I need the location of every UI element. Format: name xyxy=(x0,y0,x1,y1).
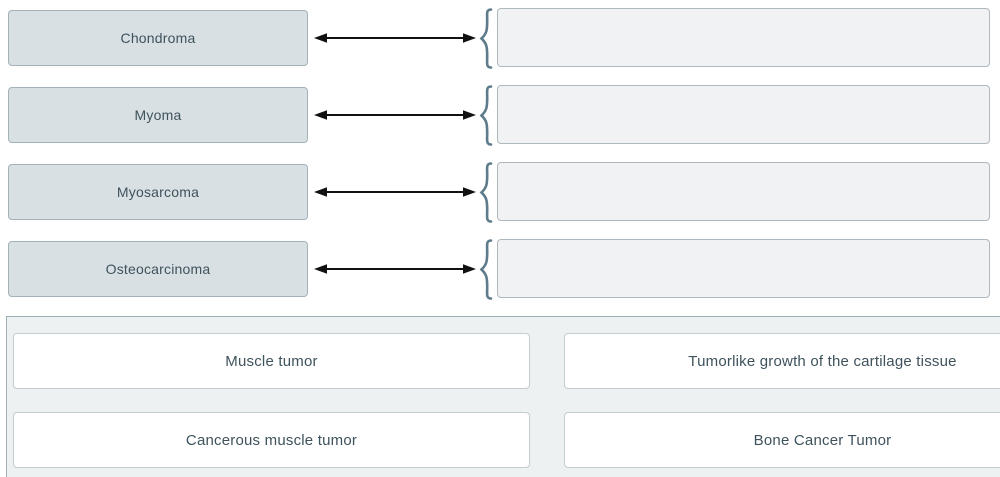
match-row: Chondroma xyxy=(0,7,1000,70)
left-curly-brace-icon xyxy=(477,161,494,224)
word-bank-panel: Muscle tumor Tumorlike growth of the car… xyxy=(6,316,1000,477)
term-box-chondroma: Chondroma xyxy=(8,10,308,66)
double-arrow-icon xyxy=(314,186,476,198)
term-box-myosarcoma: Myosarcoma xyxy=(8,164,308,220)
double-arrow-icon xyxy=(314,263,476,275)
bank-option-label: Bone Cancer Tumor xyxy=(753,431,892,449)
left-curly-brace-icon xyxy=(477,7,494,70)
double-arrow-icon xyxy=(314,109,476,121)
match-row: Myosarcoma xyxy=(0,161,1000,224)
double-arrow-icon xyxy=(314,32,476,44)
term-label: Myosarcoma xyxy=(116,184,200,200)
match-row: Myoma xyxy=(0,84,1000,147)
term-box-osteocarcinoma: Osteocarcinoma xyxy=(8,241,308,297)
drop-zone-2[interactable] xyxy=(497,85,990,144)
term-label: Chondroma xyxy=(120,30,196,46)
bank-option-bone-cancer-tumor[interactable]: Bone Cancer Tumor xyxy=(564,412,1000,468)
term-box-myoma: Myoma xyxy=(8,87,308,143)
drop-zone-3[interactable] xyxy=(497,162,990,221)
match-row: Osteocarcinoma xyxy=(0,238,1000,301)
drop-zone-1[interactable] xyxy=(497,8,990,67)
left-curly-brace-icon xyxy=(477,84,494,147)
left-curly-brace-icon xyxy=(477,238,494,301)
term-label: Osteocarcinoma xyxy=(105,261,211,277)
bank-option-label: Tumorlike growth of the cartilage tissue xyxy=(688,352,957,370)
drop-zone-4[interactable] xyxy=(497,239,990,298)
bank-option-label: Muscle tumor xyxy=(225,352,318,370)
bank-option-tumorlike-growth-cartilage[interactable]: Tumorlike growth of the cartilage tissue xyxy=(564,333,1000,389)
bank-option-cancerous-muscle-tumor[interactable]: Cancerous muscle tumor xyxy=(13,412,530,468)
bank-option-label: Cancerous muscle tumor xyxy=(185,431,358,449)
term-label: Myoma xyxy=(134,107,182,123)
bank-option-muscle-tumor[interactable]: Muscle tumor xyxy=(13,333,530,389)
